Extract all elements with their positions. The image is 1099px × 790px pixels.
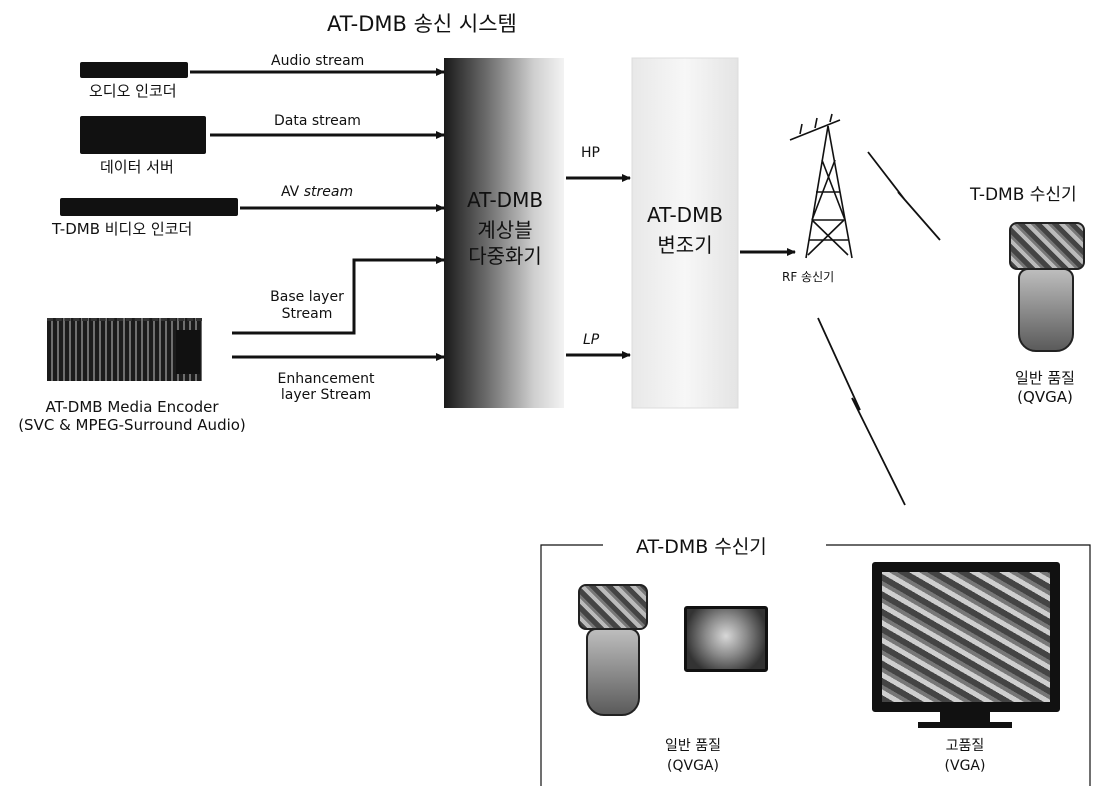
antenna-tower-icon [790, 114, 852, 258]
multiplexer-label-3: 다중화기 [446, 240, 564, 269]
audio-encoder-label: 오디오 인코더 [89, 80, 177, 101]
multiplexer-label-1: AT-DMB [446, 188, 564, 212]
atdmb-phone-body [586, 628, 640, 716]
multiplexer-label-2: 계상블 [446, 214, 564, 243]
av-stream-prefix: AV [281, 184, 304, 200]
wireless-signal-upper-icon [868, 152, 940, 240]
tdmb-phone-body [1018, 268, 1074, 352]
media-encoder-panel [176, 330, 200, 374]
tdmb-video-encoder-label: T-DMB 비디오 인코더 [52, 218, 192, 239]
tdmb-video-encoder-device [60, 198, 238, 216]
lp-label: LP [583, 332, 599, 348]
audio-stream-label: Audio stream [271, 53, 364, 69]
atdmb-receiver-title: AT-DMB 수신기 [636, 532, 767, 559]
data-server-label: 데이터 서버 [100, 156, 174, 177]
base-layer-label-2: Stream [262, 306, 352, 322]
atdmb-tv-screen [872, 562, 1060, 712]
atdmb-left-quality: 일반 품질 [648, 735, 738, 755]
media-encoder-label-2: (SVC & MPEG-Surround Audio) [0, 416, 264, 434]
modulator-label-1: AT-DMB [632, 203, 738, 227]
data-server-device [80, 116, 206, 154]
page-title: AT-DMB 송신 시스템 [327, 8, 517, 38]
modulator-label-2: 변조기 [632, 229, 738, 258]
atdmb-portable-player [684, 606, 768, 672]
av-stream-suffix: stream [304, 184, 353, 200]
tdmb-resolution: (QVGA) [1000, 388, 1090, 406]
enhancement-label-2: layer Stream [264, 387, 388, 403]
media-encoder-label-1: AT-DMB Media Encoder [12, 398, 252, 416]
atdmb-left-resolution: (QVGA) [648, 758, 738, 774]
tdmb-quality: 일반 품질 [1000, 367, 1090, 388]
tdmb-receiver-title: T-DMB 수신기 [970, 180, 1077, 205]
base-layer-label-1: Base layer [262, 289, 352, 305]
atdmb-tv-base [918, 722, 1012, 728]
atdmb-right-quality: 고품질 [918, 735, 1012, 755]
atdmb-phone-screen [578, 584, 648, 630]
hp-label: HP [581, 145, 600, 161]
audio-encoder-device [80, 62, 188, 78]
av-stream-label: AV stream [281, 184, 353, 200]
atdmb-right-resolution: (VGA) [918, 758, 1012, 774]
data-stream-label: Data stream [274, 113, 361, 129]
wireless-signal-lower-icon [818, 318, 905, 505]
enhancement-label-1: Enhancement [264, 371, 388, 387]
tdmb-phone-screen [1009, 222, 1085, 270]
rf-transmitter-label: RF 송신기 [782, 268, 834, 285]
